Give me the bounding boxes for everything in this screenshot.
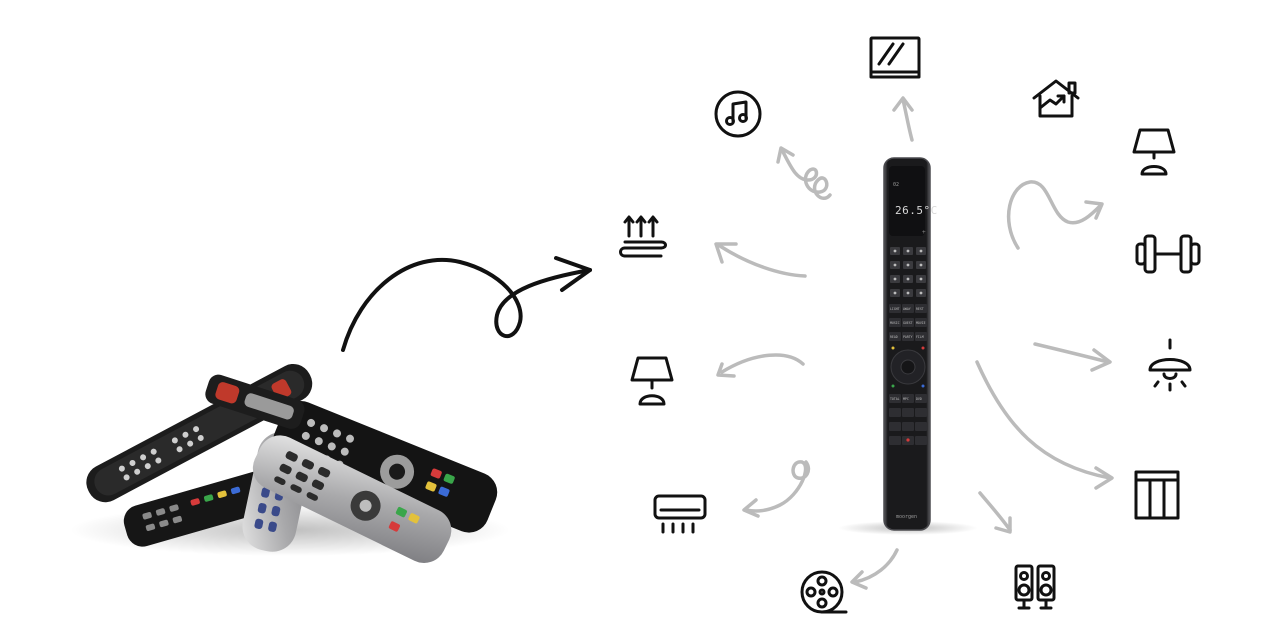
media-label: MPC — [903, 397, 909, 401]
old-remotes-pile — [70, 363, 510, 563]
scene-label: LIGHT — [890, 307, 900, 311]
scene-label: PARTY — [903, 335, 913, 339]
smart-home-icon — [1032, 79, 1080, 118]
arrow-to-music — [780, 148, 832, 201]
remote-brand: moorgen — [896, 514, 917, 520]
curtain-icon — [1134, 470, 1180, 520]
arrow-to-heating — [718, 244, 807, 278]
svg-text:+: + — [922, 229, 926, 236]
gray-arrows — [714, 96, 1114, 590]
remote-display-temp: 26.5°C — [895, 204, 938, 217]
air-conditioner-icon — [653, 494, 707, 534]
music-icon — [714, 90, 762, 138]
ceiling-lamp-icon — [1148, 338, 1192, 392]
svg-text:02: 02 — [893, 182, 899, 188]
transition-arrow — [341, 256, 592, 352]
remote-scene-buttons: LIGHT AWAY REST MUSIC GUEST MOVIE READ P… — [889, 304, 927, 341]
smart-remote: 02 26.5°C + LIGHT AWAY — [838, 157, 978, 535]
table-lamp-icon — [1132, 128, 1176, 176]
old-remote-top — [205, 374, 305, 429]
arrow-to-film — [853, 548, 899, 584]
scene-label: GUEST — [903, 321, 913, 325]
scene-label: MOVIE — [916, 321, 926, 325]
arrow-to-lamp-left — [720, 353, 805, 374]
tv-icon — [869, 36, 921, 79]
scene-label: MUSIC — [890, 321, 900, 325]
old-remote-silver-front — [252, 435, 452, 563]
remote-media-row: TOTAL MPC DVD — [889, 394, 927, 403]
arrow-to-ceiling-lamp — [1033, 342, 1110, 364]
remote-lower-buttons — [889, 408, 927, 445]
scene-label: AWAY — [903, 307, 911, 311]
arrow-to-lamp-right — [1006, 180, 1102, 250]
arrow-to-curtain — [975, 360, 1112, 480]
arrow-to-speakers — [978, 491, 1012, 532]
floor-heating-icon — [619, 215, 667, 258]
arrow-to-tv — [901, 98, 914, 142]
remote-dpad — [890, 346, 926, 388]
arrow-to-ac — [744, 460, 811, 513]
film-reel-icon — [800, 570, 848, 614]
media-label: DVD — [916, 397, 922, 401]
dumbbell-icon — [1135, 234, 1201, 274]
scene-label: FILM — [916, 335, 924, 339]
table-lamp-icon — [630, 356, 674, 406]
speakers-icon — [1014, 564, 1056, 610]
media-label: TOTAL — [890, 397, 900, 401]
remote-icon-buttons — [890, 247, 926, 297]
scene-label: READ — [890, 335, 898, 339]
scene-label: REST — [916, 307, 924, 311]
